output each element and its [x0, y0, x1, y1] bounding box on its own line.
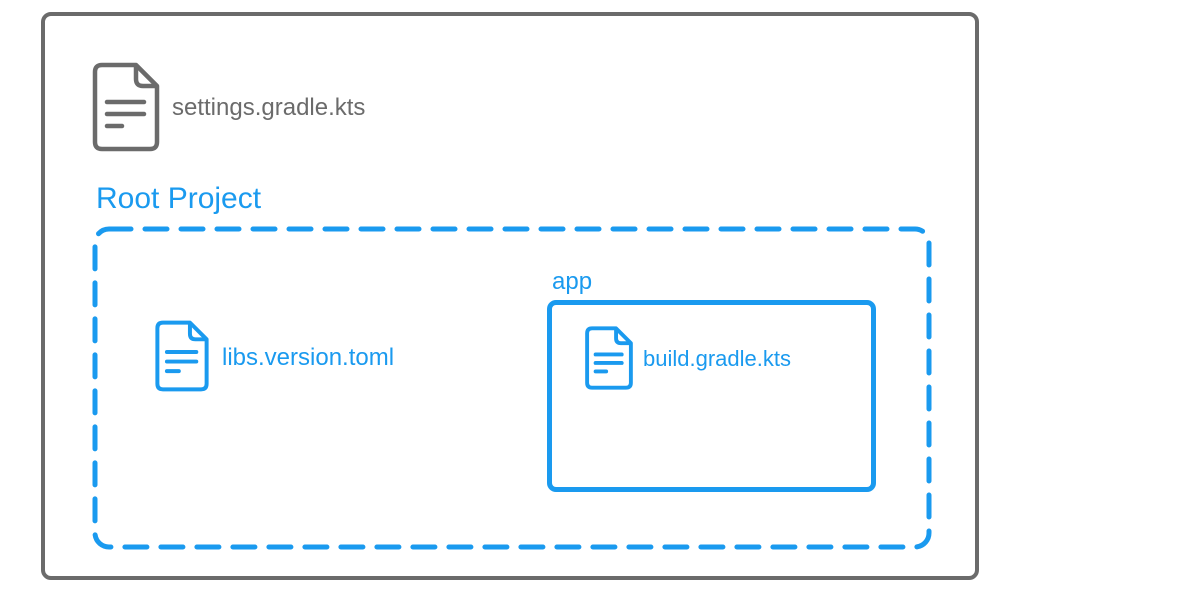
- root-project-boundary: [92, 226, 932, 550]
- build-file-label: build.gradle.kts: [643, 346, 791, 371]
- build-file-icon: [585, 326, 633, 390]
- app-module-title: app: [552, 268, 593, 295]
- libs-file-icon: [155, 320, 209, 392]
- outer-container: [41, 12, 979, 580]
- app-module-box: [547, 300, 876, 492]
- libs-file-label: libs.version.toml: [222, 344, 395, 371]
- settings-file-icon: [92, 62, 160, 152]
- root-project-title: Root Project: [96, 182, 262, 215]
- settings-file-label: settings.gradle.kts: [172, 94, 366, 121]
